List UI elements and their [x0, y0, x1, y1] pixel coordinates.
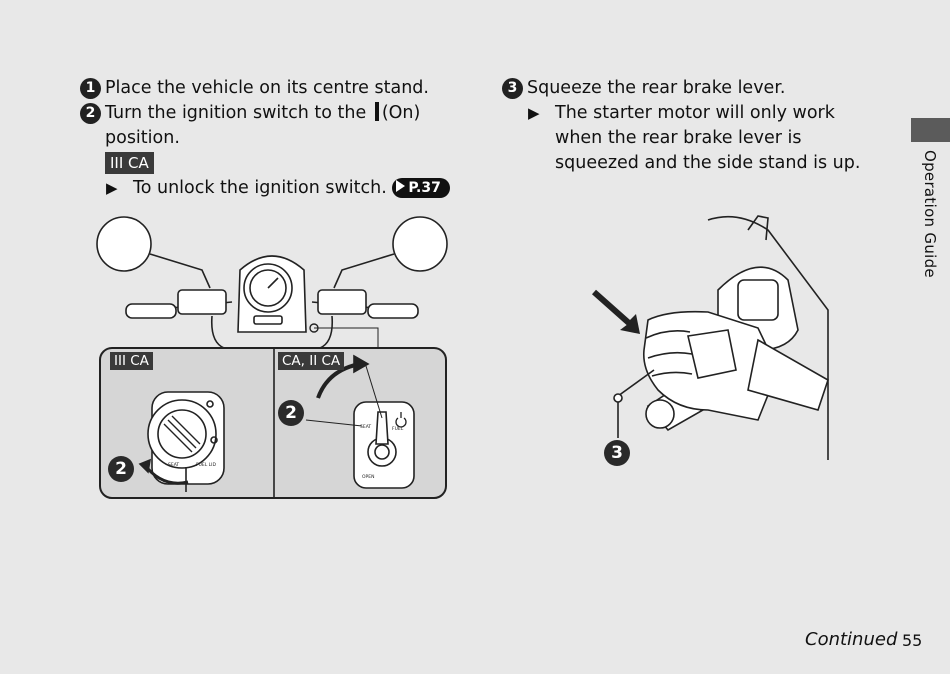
handlebar-illustration: SEAT FUEL LID SEAT FUEL OPEN	[96, 216, 448, 499]
step-1-text: Place the vehicle on its centre stand.	[105, 78, 429, 98]
step-2-on: (On)	[381, 103, 421, 123]
seat-label: SEAT	[168, 462, 179, 468]
step-number-3: 3	[502, 78, 523, 99]
panel-label-iii-ca: III CA	[110, 352, 153, 370]
step-3-text: Squeeze the rear brake lever.	[527, 78, 786, 98]
step-number-1: 1	[80, 78, 101, 99]
unlock-note-text: To unlock the ignition switch.	[133, 178, 387, 198]
step-1: 1 Place the vehicle on its centre stand.	[80, 76, 460, 101]
page-ref-label: P.37	[408, 180, 441, 196]
starter-note: ▶ The starter motor will only work when …	[502, 101, 882, 176]
step-number-2: 2	[80, 103, 101, 124]
step-2-text-line2: position.	[105, 128, 180, 148]
callout-2-right: 2	[278, 400, 304, 426]
key-seat-label: SEAT	[360, 424, 371, 430]
on-position-icon	[374, 102, 379, 121]
brake-lever-illustration	[592, 215, 829, 460]
ignition-figure: SEAT FUEL LID SEAT FUEL OPEN III CA CA, …	[92, 212, 452, 504]
fuel-lid-label: FUEL LID	[196, 462, 216, 468]
section-tab	[911, 118, 950, 142]
triangle-bullet-icon: ▶	[528, 104, 540, 122]
triangle-bullet-icon: ▶	[106, 179, 118, 197]
unlock-note: ▶ To unlock the ignition switch. P.37	[80, 176, 460, 201]
region-badge: III CA	[105, 152, 154, 174]
page-ref-link[interactable]: P.37	[392, 178, 450, 198]
step-2: 2 Turn the ignition switch to the (On) p…	[80, 101, 460, 151]
right-column: 3 Squeeze the rear brake lever. ▶ The st…	[502, 76, 882, 176]
callout-2-left: 2	[108, 456, 134, 482]
step-2-text: Turn the ignition switch to the	[105, 103, 367, 123]
starter-note-text: The starter motor will only work when th…	[555, 103, 861, 173]
step-3: 3 Squeeze the rear brake lever.	[502, 76, 882, 101]
section-tab-label: Operation Guide	[921, 150, 939, 278]
arrow-right-icon	[396, 180, 406, 192]
brake-lever-figure: 3	[588, 210, 838, 480]
left-column: 1 Place the vehicle on its centre stand.…	[80, 76, 460, 201]
key-open-label: OPEN	[362, 474, 374, 480]
panel-label-ca-ii-ca: CA, II CA	[278, 352, 345, 370]
key-fuel-label: FUEL	[392, 426, 404, 432]
page-number: 55	[902, 631, 923, 650]
continued-label: Continued	[805, 629, 898, 650]
callout-3: 3	[604, 440, 630, 466]
